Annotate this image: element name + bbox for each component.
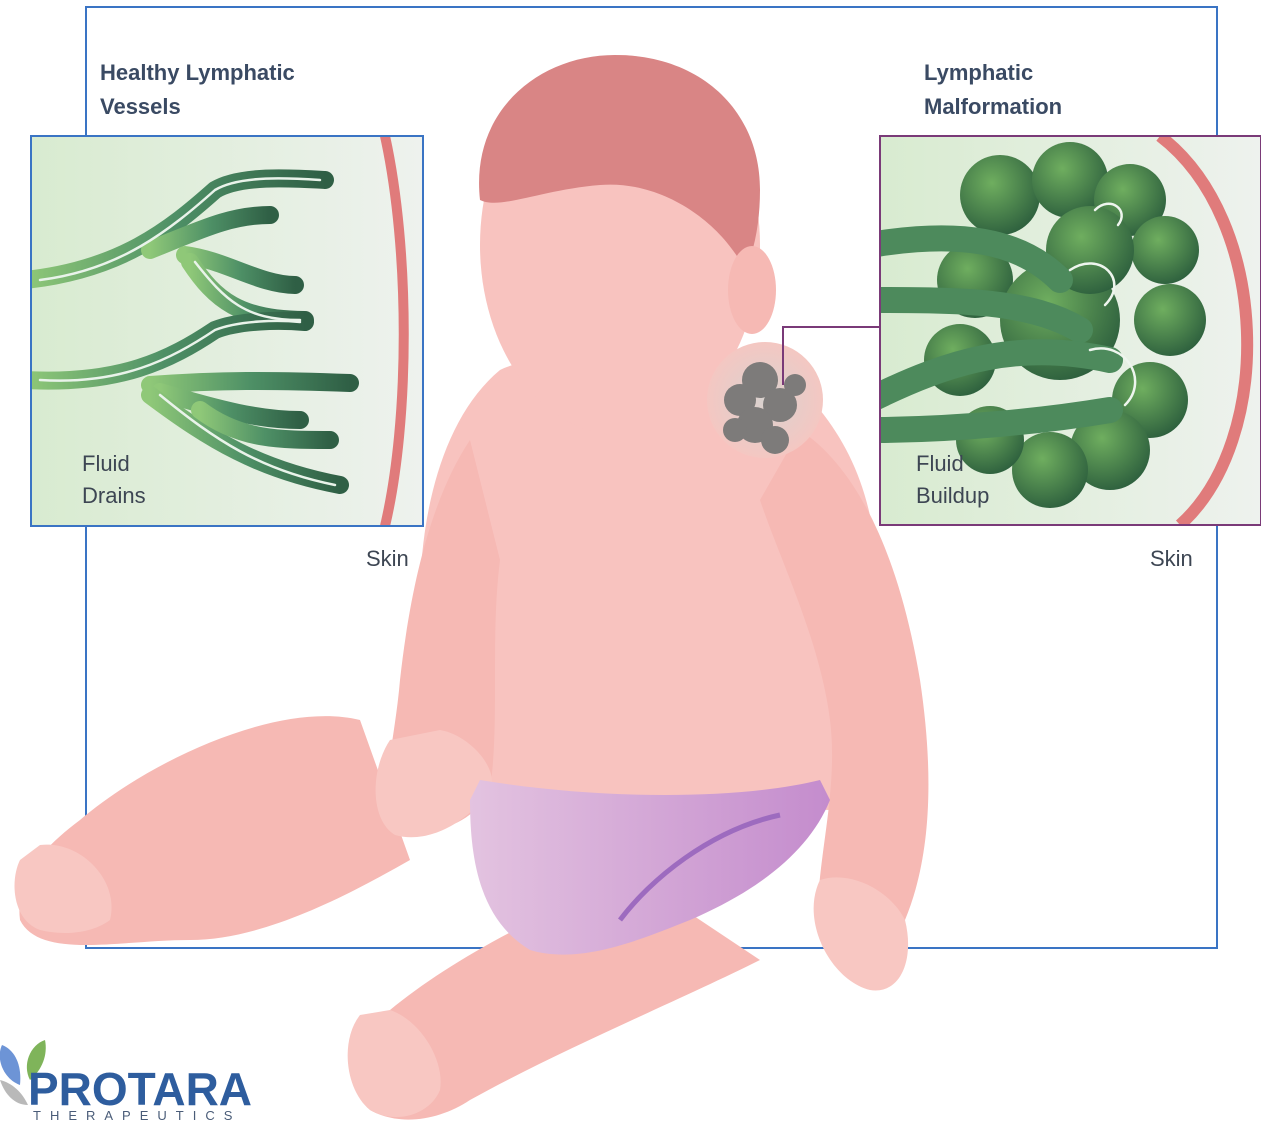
malformation-skin-label: Skin bbox=[1150, 546, 1193, 572]
healthy-title: Healthy Lymphatic Vessels bbox=[100, 56, 380, 124]
malformation-title-line2: Malformation bbox=[924, 94, 1062, 119]
healthy-title-line1: Healthy Lymphatic bbox=[100, 60, 295, 85]
healthy-title-line2: Vessels bbox=[100, 94, 181, 119]
malformation-caption-line2: Buildup bbox=[916, 483, 989, 508]
healthy-caption-line2: Drains bbox=[82, 483, 146, 508]
healthy-skin-label: Skin bbox=[366, 546, 409, 572]
logo-tagline: THERAPEUTICS bbox=[33, 1108, 241, 1123]
malformation-title-line1: Lymphatic bbox=[924, 60, 1033, 85]
malformation-caption-line1: Fluid bbox=[916, 451, 964, 476]
malformation-caption: Fluid Buildup bbox=[916, 448, 989, 512]
healthy-caption-line1: Fluid bbox=[82, 451, 130, 476]
healthy-caption: Fluid Drains bbox=[82, 448, 146, 512]
malformation-title: Lymphatic Malformation bbox=[924, 56, 1184, 124]
